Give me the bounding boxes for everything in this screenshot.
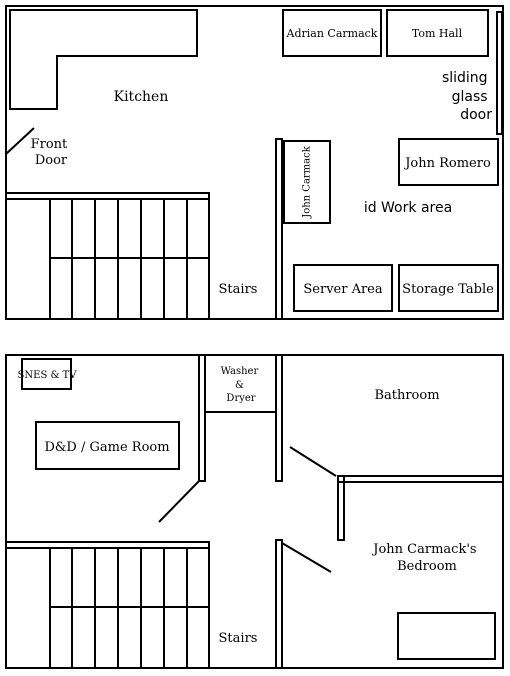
- tom-hall-desk: [386, 9, 489, 57]
- washer-dryer-wall-left: [198, 354, 206, 482]
- lower-stairs-landing: [5, 541, 210, 549]
- upper-floor: [5, 5, 504, 320]
- tom-hall-label: Tom Hall: [412, 27, 463, 40]
- kitchen-counter: [9, 9, 198, 110]
- snes-tv-label: SNES & TV: [18, 370, 78, 381]
- lower-floor-labels: SNES & TV Washer & Dryer Bathroom D&D / …: [18, 366, 480, 646]
- lower-stairs-label: Stairs: [219, 631, 258, 646]
- lower-hall-wall: [275, 539, 283, 669]
- adrian-carmack-desk: [282, 9, 382, 57]
- server-area-box: [293, 264, 393, 312]
- snes-tv-box: [21, 358, 72, 390]
- dnd-game-room-box: [35, 421, 180, 470]
- john-carmack-desk: [283, 140, 331, 224]
- sliding-glass-door-label: sliding glass door: [442, 70, 492, 123]
- upper-stairs-label: Stairs: [219, 282, 258, 297]
- bathroom-wall-stub: [337, 475, 345, 541]
- upper-staircase: [5, 192, 210, 319]
- washer-dryer-label: Washer & Dryer: [221, 366, 262, 404]
- game-room-door-swing: [158, 480, 200, 523]
- john-carmack-label: John Carmack: [302, 145, 313, 219]
- storage-table-label: Storage Table: [402, 282, 494, 297]
- adrian-carmack-label: Adrian Carmack: [286, 27, 378, 40]
- front-door-swing: [5, 127, 35, 155]
- john-romero-label: John Romero: [403, 156, 491, 171]
- bed-box: [397, 612, 496, 660]
- bathroom-wall: [337, 475, 504, 483]
- upper-floor-labels: Kitchen Front Door Adrian Carmack Tom Ha…: [31, 27, 495, 297]
- bathroom-label: Bathroom: [374, 388, 439, 403]
- storage-table-box: [398, 264, 499, 312]
- dnd-game-room-label: D&D / Game Room: [44, 440, 169, 455]
- bathroom-door-swing: [289, 446, 337, 477]
- server-area-label: Server Area: [303, 282, 382, 297]
- front-door-label: Front Door: [31, 137, 72, 168]
- work-area-label: id Work area: [364, 200, 452, 216]
- john-romero-desk: [398, 138, 499, 186]
- work-area-partition: [275, 138, 283, 320]
- bedroom-door-swing: [281, 542, 332, 573]
- lower-staircase: [5, 541, 210, 668]
- bedroom-label: John Carmack's Bedroom: [371, 542, 480, 574]
- washer-dryer-wall-right: [275, 354, 283, 482]
- upper-floor-outline: [5, 5, 504, 320]
- sliding-glass-door: [496, 11, 503, 135]
- lower-floor: [5, 354, 504, 669]
- kitchen-label: Kitchen: [114, 89, 169, 105]
- upper-stairs-landing: [5, 192, 210, 200]
